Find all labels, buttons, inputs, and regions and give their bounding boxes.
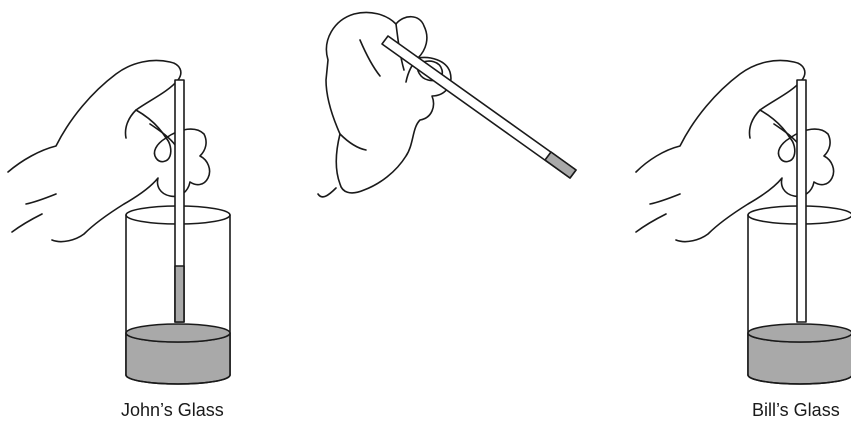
bill-hand-fingertip [777,137,796,163]
bill-hand [635,59,835,243]
john-figure [7,59,231,385]
john-hand-fingertip [153,137,172,163]
bill-glass-caption: Bill’s Glass [752,400,840,420]
john-glass-caption: John’s Glass [121,400,224,420]
middle-figure [317,11,577,198]
bill-straw [796,79,807,323]
bill-hand-detail [635,109,801,233]
bill-figure [635,59,851,385]
john-hand [7,59,211,243]
john-straw-liquid [174,265,185,323]
john-hand-detail [11,109,177,233]
middle-straw-liquid [544,151,577,179]
